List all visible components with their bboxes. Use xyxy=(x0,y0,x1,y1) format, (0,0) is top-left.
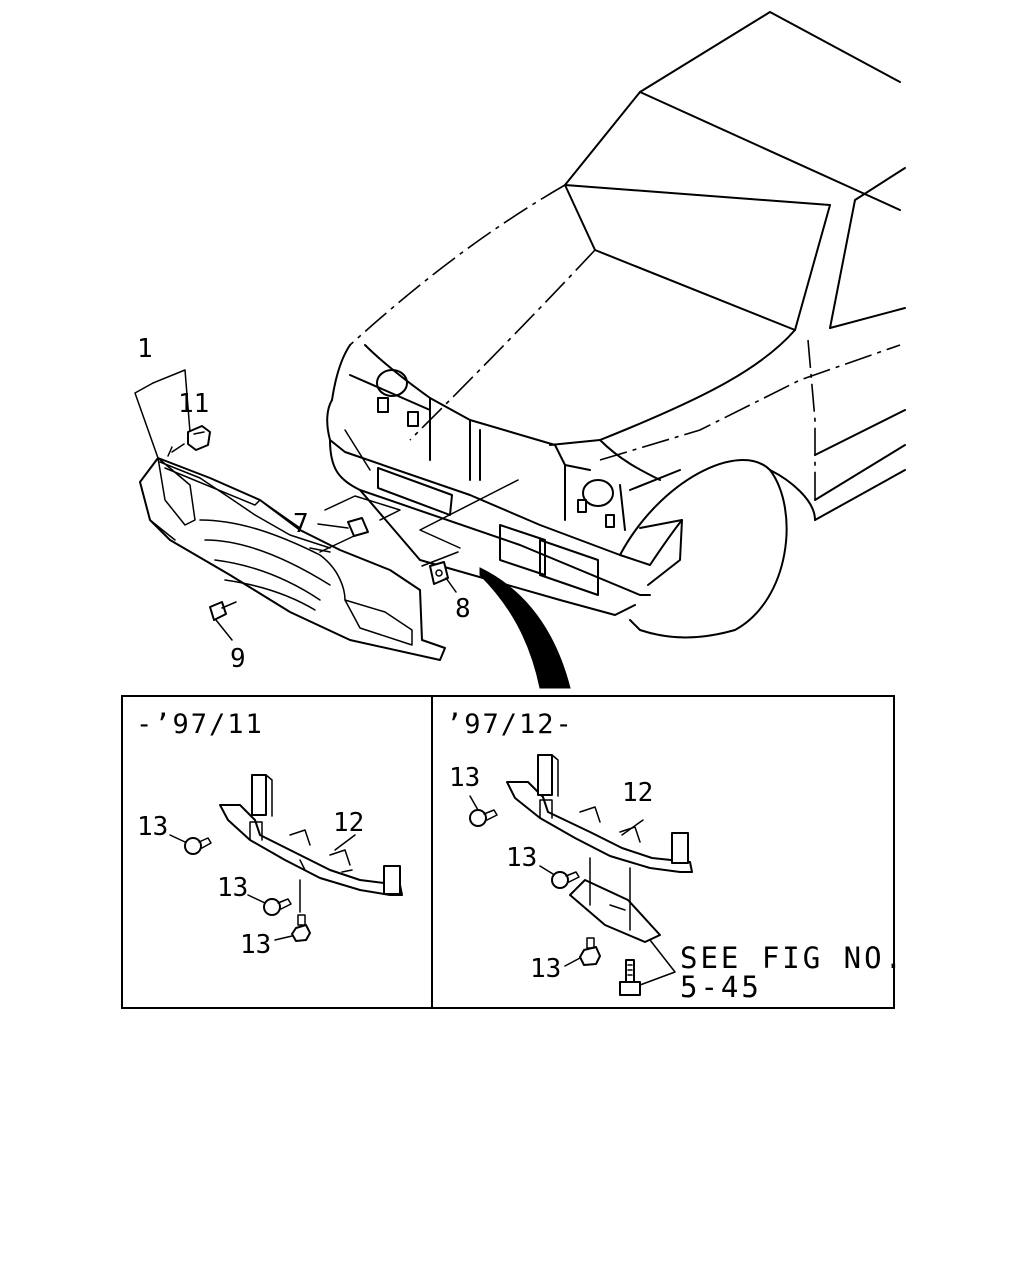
leader-1 xyxy=(134,369,191,459)
reference-fig-number: 5-45 xyxy=(680,970,762,1004)
callout-8: 8 xyxy=(455,594,471,624)
nut-13-left-c xyxy=(274,914,311,942)
bolt-part-9 xyxy=(209,601,237,641)
bolt-13-right-a xyxy=(469,795,498,827)
right-panel-header: ’97/12- xyxy=(446,709,574,740)
clip-part-11 xyxy=(171,425,211,453)
callout-7: 7 xyxy=(293,509,309,539)
callout-11: 11 xyxy=(178,389,209,419)
clip-part-7 xyxy=(317,495,401,553)
bolt-5-45 xyxy=(619,959,641,996)
callout-13-left-1: 13 xyxy=(137,812,168,842)
radiator-grille xyxy=(139,446,446,661)
bracket-part-12-right xyxy=(506,754,693,873)
clip-part-8 xyxy=(421,551,459,593)
leader-12-right xyxy=(621,819,644,836)
detail-frame xyxy=(121,695,895,1009)
vehicle-outline xyxy=(326,11,906,689)
leader-12-left xyxy=(334,834,356,851)
left-panel-header: -’97/11 xyxy=(136,709,264,740)
callout-9: 9 xyxy=(230,644,246,674)
callout-1: 1 xyxy=(137,334,153,364)
callout-13-right-3: 13 xyxy=(530,954,561,984)
reference-see-fig: SEE FIG NO. xyxy=(680,941,905,975)
callout-13-right-1: 13 xyxy=(449,763,480,793)
callout-13-left-3: 13 xyxy=(240,930,271,960)
bolt-13-right-c xyxy=(564,937,601,967)
mounting-plate xyxy=(569,857,661,943)
callout-13-left-2: 13 xyxy=(217,873,248,903)
leader-see-fig xyxy=(639,939,676,986)
callout-13-right-2: 13 xyxy=(506,843,537,873)
bracket-part-12-left xyxy=(219,774,403,896)
callout-12-left: 12 xyxy=(333,808,364,838)
bolt-13-left-b xyxy=(247,894,292,916)
bolt-13-left-a xyxy=(169,834,212,855)
bolt-13-right-b xyxy=(539,865,580,889)
callout-12-right: 12 xyxy=(622,778,653,808)
